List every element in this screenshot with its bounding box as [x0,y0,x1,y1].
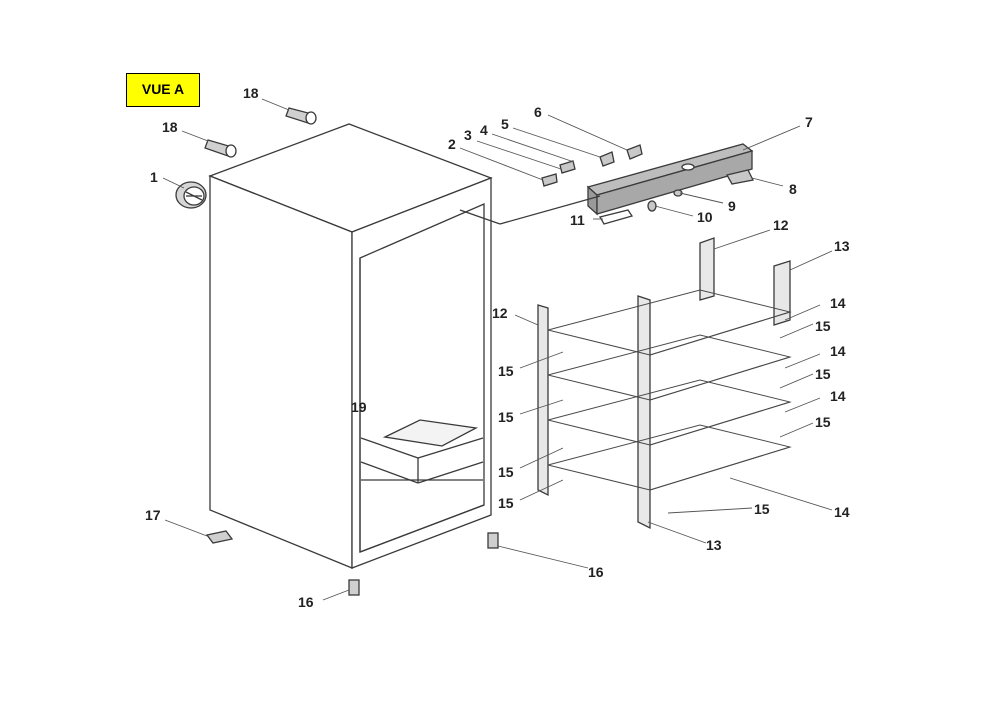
leader-lines [162,98,833,601]
control-panel [586,143,754,216]
pin-upper [285,107,317,125]
callout-12-rear: 12 [773,217,789,233]
rack-rail-front-middle [637,295,651,530]
callout-15-h: 15 [754,501,770,517]
callout-2: 2 [448,136,456,152]
callout-14-d: 14 [834,504,850,520]
rack-rail-back [699,237,791,326]
callout-3: 3 [464,127,472,143]
callout-15-e: 15 [498,409,514,425]
callout-16-left: 16 [298,594,314,610]
cabinet-body [208,123,493,569]
foot-left [348,579,360,596]
pin-lower [204,139,237,158]
fan-grille [175,181,207,209]
callout-15-d: 15 [498,363,514,379]
callout-10: 10 [697,209,713,225]
callout-15-g: 15 [498,495,514,511]
callout-16-right: 16 [588,564,604,580]
callout-1: 1 [150,169,158,185]
probe-wire [459,195,601,225]
callout-7: 7 [805,114,813,130]
cabinet-shelf [360,419,484,484]
callout-5: 5 [501,116,509,132]
callout-9: 9 [728,198,736,214]
rack-rail-front-left [537,304,549,497]
callout-13-front: 13 [706,537,722,553]
callout-11: 11 [570,212,585,228]
callout-14-a: 14 [830,295,846,311]
callout-4: 4 [480,122,488,138]
callout-12-front: 12 [492,305,508,321]
floor-bracket [205,530,234,544]
callout-15-f: 15 [498,464,514,480]
callout-19: 19 [351,399,367,415]
callout-15-a: 15 [815,318,831,334]
callout-13-rear: 13 [834,238,850,254]
callout-15-b: 15 [815,366,831,382]
callout-18-upper: 18 [243,85,259,101]
foot-right [487,532,499,549]
callout-18-lower: 18 [162,119,178,135]
callout-15-c: 15 [815,414,831,430]
callout-6: 6 [534,104,542,120]
callout-14-b: 14 [830,343,846,359]
wire-shelves [547,289,792,491]
callout-8: 8 [789,181,797,197]
view-label: VUE A [126,73,200,107]
small-parts [541,144,754,225]
callout-17: 17 [145,507,161,523]
callout-14-c: 14 [830,388,846,404]
